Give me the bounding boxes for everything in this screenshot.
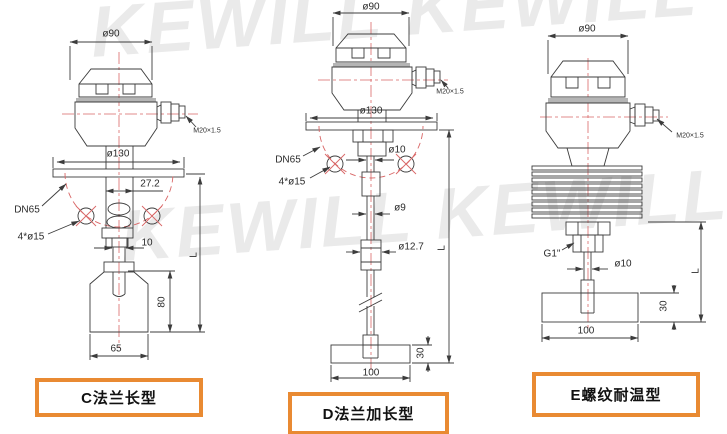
type-c-label-box: C法兰长型 xyxy=(35,378,203,417)
drawing-e-geometry xyxy=(531,33,706,342)
d-dim-block-height: 30 xyxy=(415,347,427,359)
d-dim-length: L xyxy=(436,245,448,251)
c-dim-flange-dn: DN65 xyxy=(14,204,40,216)
drawing-c-geometry xyxy=(41,39,205,360)
c-dim-length: L xyxy=(188,252,200,258)
c-cable-gland xyxy=(156,101,197,128)
d-cable-gland xyxy=(411,66,449,89)
e-dim-length: L xyxy=(690,268,702,274)
d-dim-head-dia: ø90 xyxy=(362,1,380,13)
c-dim-bolt-holes: 4*ø15 xyxy=(17,231,45,243)
e-dim-block-width: 100 xyxy=(577,325,595,337)
d-dim-flange-dia: ø130 xyxy=(359,105,383,117)
e-dim-rod-dia: ø10 xyxy=(614,258,632,270)
d-dim-bolt-holes: 4*ø15 xyxy=(278,176,306,188)
d-dim-tube-dia: ø9 xyxy=(394,202,406,214)
type-e-label: E螺纹耐温型 xyxy=(570,387,662,404)
e-dim-gland: M20×1.5 xyxy=(676,132,704,140)
type-c-label: C法兰长型 xyxy=(81,390,157,407)
e-dim-head-dia: ø90 xyxy=(578,23,596,35)
d-dim-flange-dn: DN65 xyxy=(275,154,301,166)
e-dim-thread: G1" xyxy=(543,248,561,260)
d-dim-block-width: 100 xyxy=(362,367,380,379)
d-dim-coupling-dia: ø12.7 xyxy=(398,241,424,253)
type-e-label-box: E螺纹耐温型 xyxy=(532,372,700,417)
c-dim-fork-height: 80 xyxy=(156,296,168,308)
c-dim-head-dia: ø90 xyxy=(102,28,120,40)
drawing-d-geometry xyxy=(302,10,454,382)
e-dim-block-height: 30 xyxy=(658,300,670,312)
c-dim-gland: M20×1.5 xyxy=(193,127,221,135)
e-cable-gland xyxy=(629,103,673,133)
e-heat-sink-fins xyxy=(531,165,643,219)
type-d-label: D法兰加长型 xyxy=(322,406,415,423)
type-d-label-box: D法兰加长型 xyxy=(288,392,449,434)
c-dim-tube-width: 27.2 xyxy=(140,178,160,190)
c-dim-fork-width: 65 xyxy=(110,343,122,355)
d-dim-rod-dia: ø10 xyxy=(388,144,406,156)
c-dim-flange-dia: ø130 xyxy=(106,148,130,160)
d-dim-gland: M20×1.5 xyxy=(436,88,464,96)
c-dim-neck-width: 10 xyxy=(141,237,153,249)
